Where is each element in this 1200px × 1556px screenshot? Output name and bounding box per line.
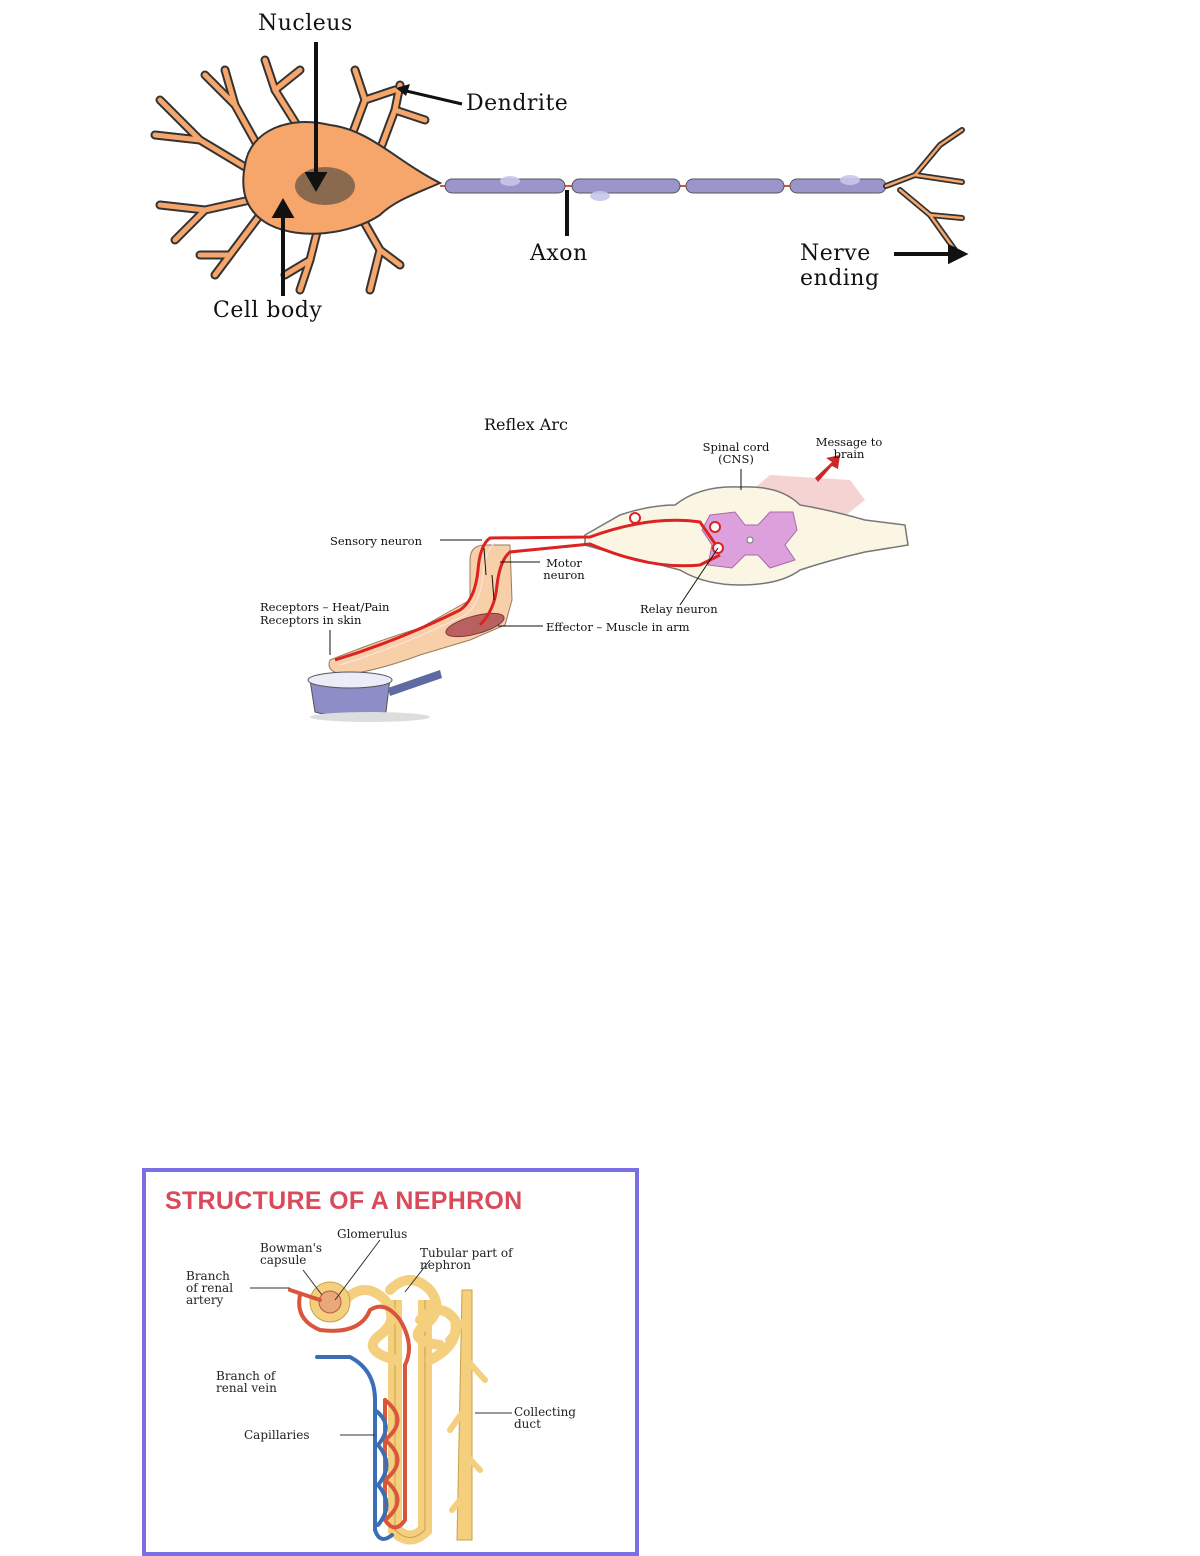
reflex-arc-title: Reflex Arc [484, 415, 568, 434]
spinal-cord-label-1: Spinal cord [702, 440, 770, 454]
motor-neuron-path [478, 542, 721, 627]
muscle [445, 612, 505, 638]
tubule-coils [340, 1275, 461, 1365]
tubular-part-label-2: nephron [420, 1258, 471, 1272]
axon-label: Axon [530, 241, 588, 266]
dendrite-label: Dendrite [466, 91, 569, 116]
neuron-diagram [150, 42, 969, 296]
message-label-2: brain [833, 447, 865, 461]
capillaries-label: Capillaries [244, 1428, 310, 1442]
glomerulus-label: Glomerulus [337, 1227, 408, 1241]
glomerulus [318, 1290, 342, 1314]
receptors-label-2: Receptors in skin [260, 613, 362, 627]
branch-artery-label-2: of renal [186, 1281, 234, 1295]
branch-vein-label-2: renal vein [216, 1381, 277, 1395]
spinal-cord-label-2: (CNS) [718, 452, 754, 466]
cell-body-label: Cell body [213, 298, 323, 323]
pointer-lines [271, 42, 969, 296]
receptors-label-1: Receptors – Heat/Pain [260, 600, 390, 614]
message-label-1: Message to [815, 435, 883, 449]
sensory-neuron-label: Sensory neuron [330, 534, 423, 548]
motor-neuron-label-2: neuron [543, 568, 585, 582]
bowmans-capsule-label-1: Bowman's [260, 1241, 323, 1255]
renal-artery [288, 1288, 411, 1530]
branch-artery-label-1: Branch [186, 1269, 230, 1283]
collecting-duct-label-2: duct [514, 1417, 541, 1431]
renal-vein [315, 1355, 394, 1541]
relay-neuron-label: Relay neuron [640, 602, 718, 616]
bowmans-capsule-label-2: capsule [260, 1253, 307, 1267]
collecting-duct [456, 1289, 473, 1541]
tubular-part-label-1: Tubular part of [420, 1246, 513, 1260]
effector-label: Effector – Muscle in arm [546, 620, 690, 634]
branch-artery-label-3: artery [186, 1293, 224, 1307]
myelin-sheaths [444, 178, 887, 194]
nerve-ending-label-2: ending [800, 266, 880, 291]
collecting-duct-label-1: Collecting [514, 1405, 576, 1419]
reflex-arc-diagram [307, 455, 909, 722]
sensory-neuron-path [334, 518, 720, 662]
nucleus-label: Nucleus [258, 11, 353, 36]
relay-neurons [629, 512, 724, 554]
nerve-ending-label-1: Nerve [800, 241, 871, 266]
dendrites-fill [152, 57, 428, 293]
nephron-title: STRUCTURE OF A NEPHRON [165, 1187, 523, 1215]
brain-arrow [815, 455, 840, 482]
branch-vein-label-1: Branch of [216, 1369, 276, 1383]
motor-neuron-label-1: Motor [546, 556, 582, 570]
